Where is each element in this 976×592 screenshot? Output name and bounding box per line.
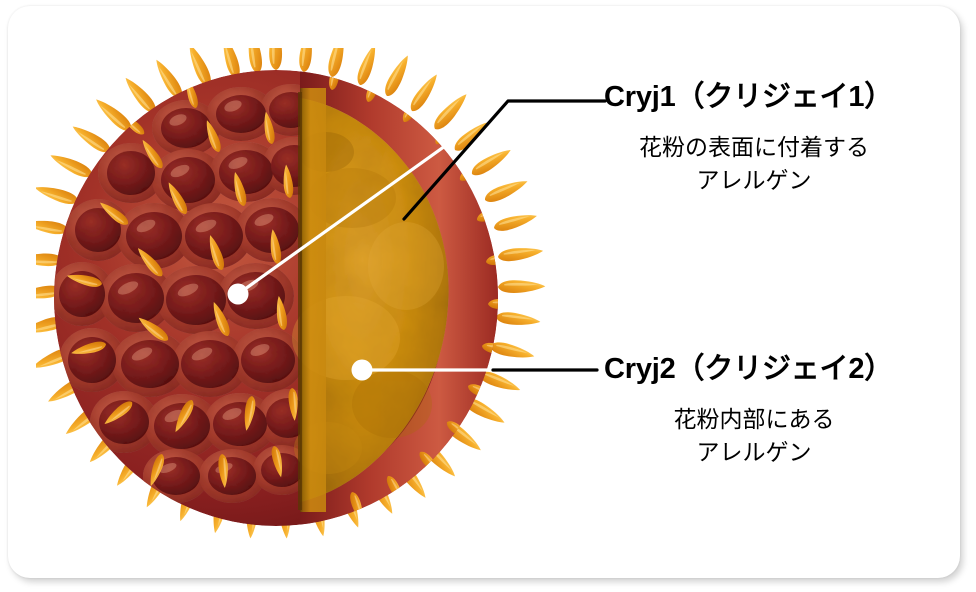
callout-cryj2: Cryj2（クリジェイ2） 花粉内部にある アレルゲン (604, 353, 904, 468)
callout-cryj1-description: 花粉の表面に付着する アレルゲン (639, 133, 869, 193)
callout-cryj2-description: 花粉内部にある アレルゲン (673, 405, 835, 465)
callout-cryj2-title: Cryj2（クリジェイ2） (604, 353, 894, 385)
callout-cryj1: Cryj1（クリジェイ1） 花粉の表面に付着する アレルゲン (604, 81, 904, 196)
callout-cryj1-title: Cryj1（クリジェイ1） (604, 81, 894, 113)
pollen-grain-illustration (36, 48, 546, 548)
pollen-surface-cells (54, 84, 300, 503)
